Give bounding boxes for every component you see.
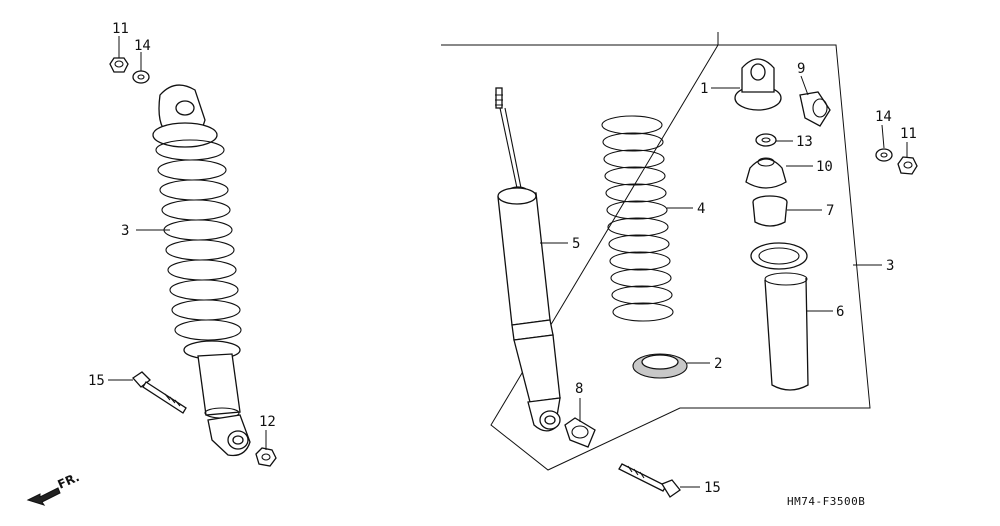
part-label-3: 3 (886, 258, 894, 274)
part-label-15: 15 (704, 480, 721, 496)
part-label-14: 14 (875, 109, 892, 125)
part-label-1: 1 (700, 81, 708, 97)
spring-seat-icon (632, 353, 688, 379)
assembly-outline (441, 32, 871, 471)
leader-lines (108, 36, 908, 488)
nut-icon (255, 447, 277, 467)
part-label-10: 10 (816, 159, 833, 175)
spring-icon (601, 115, 674, 322)
washer-icon (132, 70, 150, 84)
part-label-9: 9 (797, 61, 805, 77)
front-direction-arrow-icon (26, 487, 61, 506)
washer-icon (875, 148, 893, 162)
bushing-icon (799, 91, 831, 127)
part-label-2: 2 (714, 356, 722, 372)
flange-nut-icon (109, 57, 129, 73)
front-label: FR. (56, 470, 82, 492)
dust-cover-icon (750, 242, 809, 391)
bolt-icon (618, 463, 681, 498)
bushing-icon (564, 417, 596, 448)
part-label-8: 8 (575, 381, 583, 397)
part-label-11: 11 (900, 126, 917, 142)
shock-absorber-assembly (152, 84, 251, 457)
damper-unit (495, 87, 561, 432)
part-label-11: 11 (112, 21, 129, 37)
part-label-6: 6 (836, 304, 844, 320)
diagram-code: HM74-F3500B (787, 495, 865, 508)
part-label-13: 13 (796, 134, 813, 150)
collar-icon (752, 195, 788, 227)
bolt-icon (132, 371, 187, 414)
part-label-15: 15 (88, 373, 105, 389)
part-label-4: 4 (697, 201, 705, 217)
part-label-3: 3 (121, 223, 129, 239)
part-label-7: 7 (826, 203, 834, 219)
part-label-12: 12 (259, 414, 276, 430)
flange-nut-icon (897, 156, 918, 175)
upper-mount-icon (734, 58, 782, 111)
part-label-5: 5 (572, 236, 580, 252)
part-label-14: 14 (134, 38, 151, 54)
washer-icon (755, 133, 777, 147)
bump-stopper-icon (745, 157, 787, 189)
